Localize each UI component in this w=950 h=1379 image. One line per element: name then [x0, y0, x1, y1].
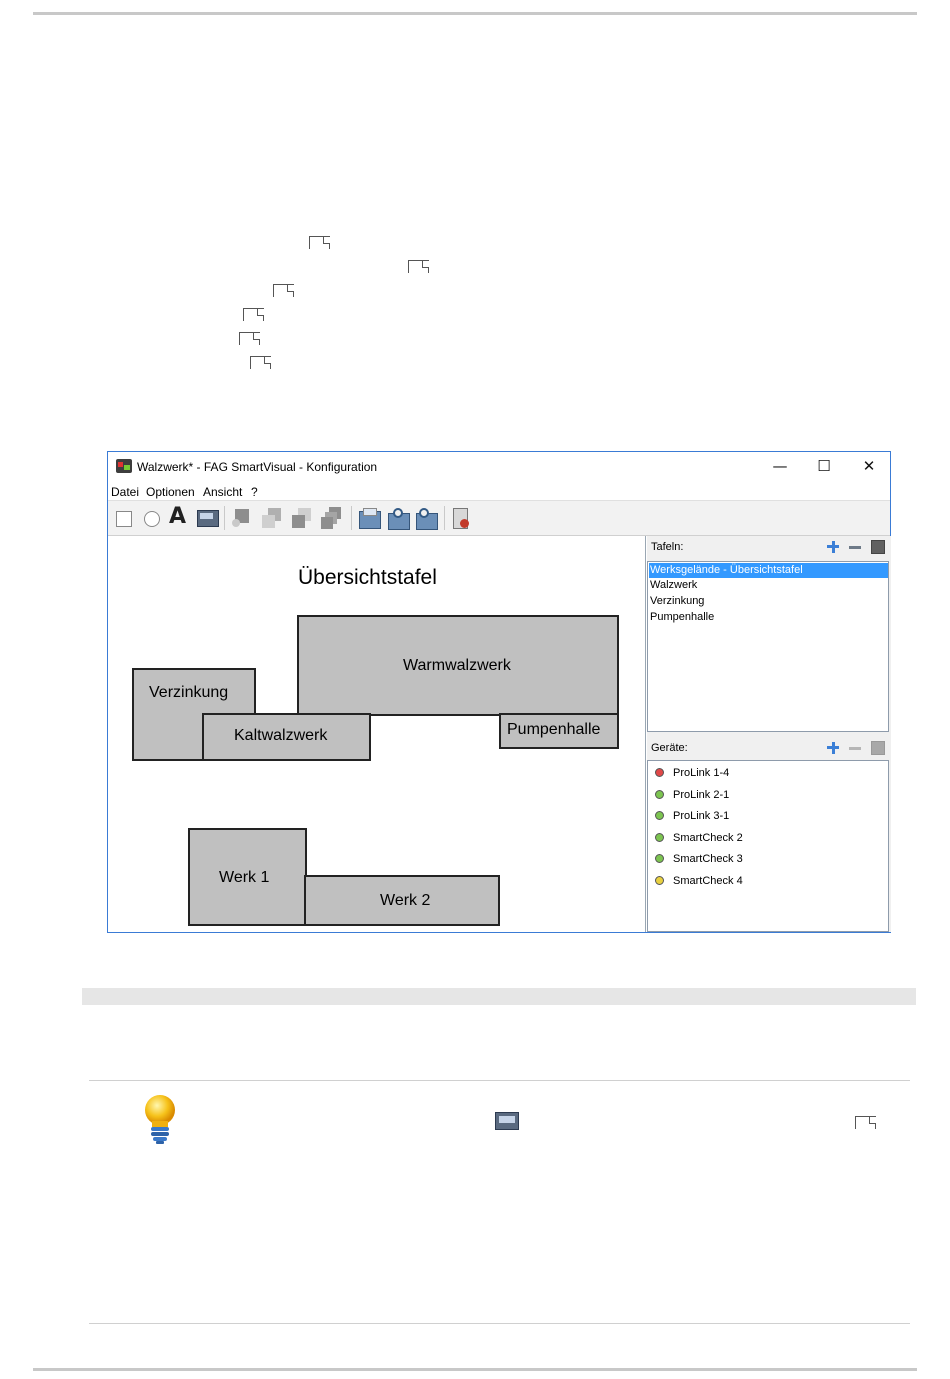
document-link-icon[interactable]: [273, 284, 294, 297]
edit-device-icon[interactable]: [871, 741, 885, 755]
image-tool-icon[interactable]: [196, 507, 219, 529]
app-logo-icon: [116, 459, 132, 473]
document-link-icon[interactable]: [250, 356, 271, 369]
drawing-canvas[interactable]: Übersichtstafel Warmwalzwerk Verzinkung …: [108, 536, 646, 932]
toolbar-separator: [444, 506, 445, 530]
device-item[interactable]: ProLink 2-1: [655, 786, 729, 804]
area-label: Verzinkung: [149, 684, 229, 701]
tafel-item[interactable]: Walzwerk: [650, 579, 698, 591]
menu-optionen[interactable]: Optionen: [146, 485, 195, 499]
tafeln-list: Werksgelände - Übersichtstafel Walzwerk …: [647, 561, 889, 732]
remove-tafel-icon[interactable]: [849, 546, 861, 549]
lightbulb-tip-icon: [145, 1095, 175, 1144]
send-back-icon[interactable]: [261, 507, 283, 529]
bring-front-icon[interactable]: [231, 507, 253, 529]
note-top-rule: [89, 1080, 910, 1081]
move-backward-icon[interactable]: [321, 507, 343, 529]
geraete-list: ProLink 1-4 ProLink 2-1 ProLink 3-1 Smar…: [647, 760, 889, 932]
menu-bar: Datei Optionen Ansicht ?: [108, 482, 890, 500]
rectangle-tool-icon[interactable]: [113, 507, 135, 529]
open-icon[interactable]: [358, 507, 381, 529]
status-dot-icon: [655, 876, 664, 885]
device-name: ProLink 2-1: [673, 789, 730, 801]
device-name: ProLink 3-1: [673, 810, 730, 822]
remove-device-icon[interactable]: [849, 747, 861, 750]
device-item[interactable]: ProLink 3-1: [655, 807, 729, 825]
close-button[interactable]: ✕: [862, 457, 876, 475]
area-werk-1[interactable]: Werk 1: [188, 828, 307, 926]
device-item[interactable]: SmartCheck 2: [655, 829, 743, 847]
area-label: Pumpenhalle: [507, 721, 601, 738]
ellipse-tool-icon[interactable]: [141, 507, 163, 529]
window-title: Walzwerk* - FAG SmartVisual - Konfigurat…: [137, 460, 378, 474]
device-name: SmartCheck 2: [673, 832, 743, 844]
title-bar[interactable]: Walzwerk* - FAG SmartVisual - Konfigurat…: [108, 452, 890, 482]
area-warmwalzwerk[interactable]: Warmwalzwerk: [297, 615, 619, 716]
add-device-icon[interactable]: [827, 742, 839, 754]
device-item[interactable]: ProLink 1-4: [655, 764, 729, 782]
device-name: SmartCheck 4: [673, 875, 743, 887]
document-link-icon[interactable]: [309, 236, 330, 249]
toolbar-separator: [224, 506, 225, 530]
note-bottom-rule: [89, 1323, 910, 1324]
menu-datei[interactable]: Datei: [111, 485, 140, 499]
area-kaltwalzwerk[interactable]: Kaltwalzwerk: [202, 713, 371, 761]
document-link-icon[interactable]: [408, 260, 429, 273]
status-dot-icon: [655, 768, 664, 777]
area-label: Warmwalzwerk: [403, 657, 511, 674]
document-link-icon[interactable]: [855, 1116, 876, 1129]
maximize-button[interactable]: ☐: [817, 457, 831, 475]
device-item[interactable]: SmartCheck 3: [655, 850, 743, 868]
edit-tafel-icon[interactable]: [871, 540, 885, 554]
status-dot-icon: [655, 790, 664, 799]
area-pumpenhalle[interactable]: Pumpenhalle: [499, 713, 619, 749]
side-panel: Tafeln: Werksgelände - Übersichtstafel W…: [647, 536, 891, 932]
device-config-icon[interactable]: [450, 507, 472, 529]
move-forward-icon[interactable]: [291, 507, 313, 529]
toolbar: A: [108, 500, 890, 536]
status-dot-icon: [655, 811, 664, 820]
minimize-button[interactable]: —: [772, 457, 788, 475]
toolbar-separator: [351, 506, 352, 530]
image-tool-icon: [495, 1112, 519, 1130]
menu-help[interactable]: ?: [251, 485, 258, 499]
text-tool-icon[interactable]: A: [169, 504, 187, 529]
import-icon[interactable]: [387, 507, 410, 530]
menu-ansicht[interactable]: Ansicht: [203, 485, 243, 499]
tafeln-label: Tafeln:: [651, 541, 684, 553]
geraete-label: Geräte:: [651, 742, 688, 754]
status-dot-icon: [655, 833, 664, 842]
area-label: Kaltwalzwerk: [234, 727, 328, 744]
app-window: Walzwerk* - FAG SmartVisual - Konfigurat…: [107, 451, 891, 933]
export-icon[interactable]: [415, 507, 438, 530]
area-label: Werk 2: [380, 892, 431, 909]
status-dot-icon: [655, 854, 664, 863]
canvas-title: Übersichtstafel: [298, 566, 437, 589]
bottom-rule: [33, 1368, 917, 1371]
device-item[interactable]: SmartCheck 4: [655, 872, 743, 890]
device-name: SmartCheck 3: [673, 853, 743, 865]
tafel-item[interactable]: Verzinkung: [650, 595, 705, 607]
area-label: Werk 1: [219, 869, 270, 886]
add-tafel-icon[interactable]: [827, 541, 839, 553]
document-link-icon[interactable]: [239, 332, 260, 345]
device-name: ProLink 1-4: [673, 767, 730, 779]
tafel-item[interactable]: Werksgelände - Übersichtstafel: [649, 563, 888, 578]
top-rule: [33, 12, 917, 15]
area-werk-2[interactable]: Werk 2: [304, 875, 500, 926]
document-link-icon[interactable]: [243, 308, 264, 321]
tafel-item[interactable]: Pumpenhalle: [650, 611, 715, 623]
section-band: [82, 988, 916, 1005]
